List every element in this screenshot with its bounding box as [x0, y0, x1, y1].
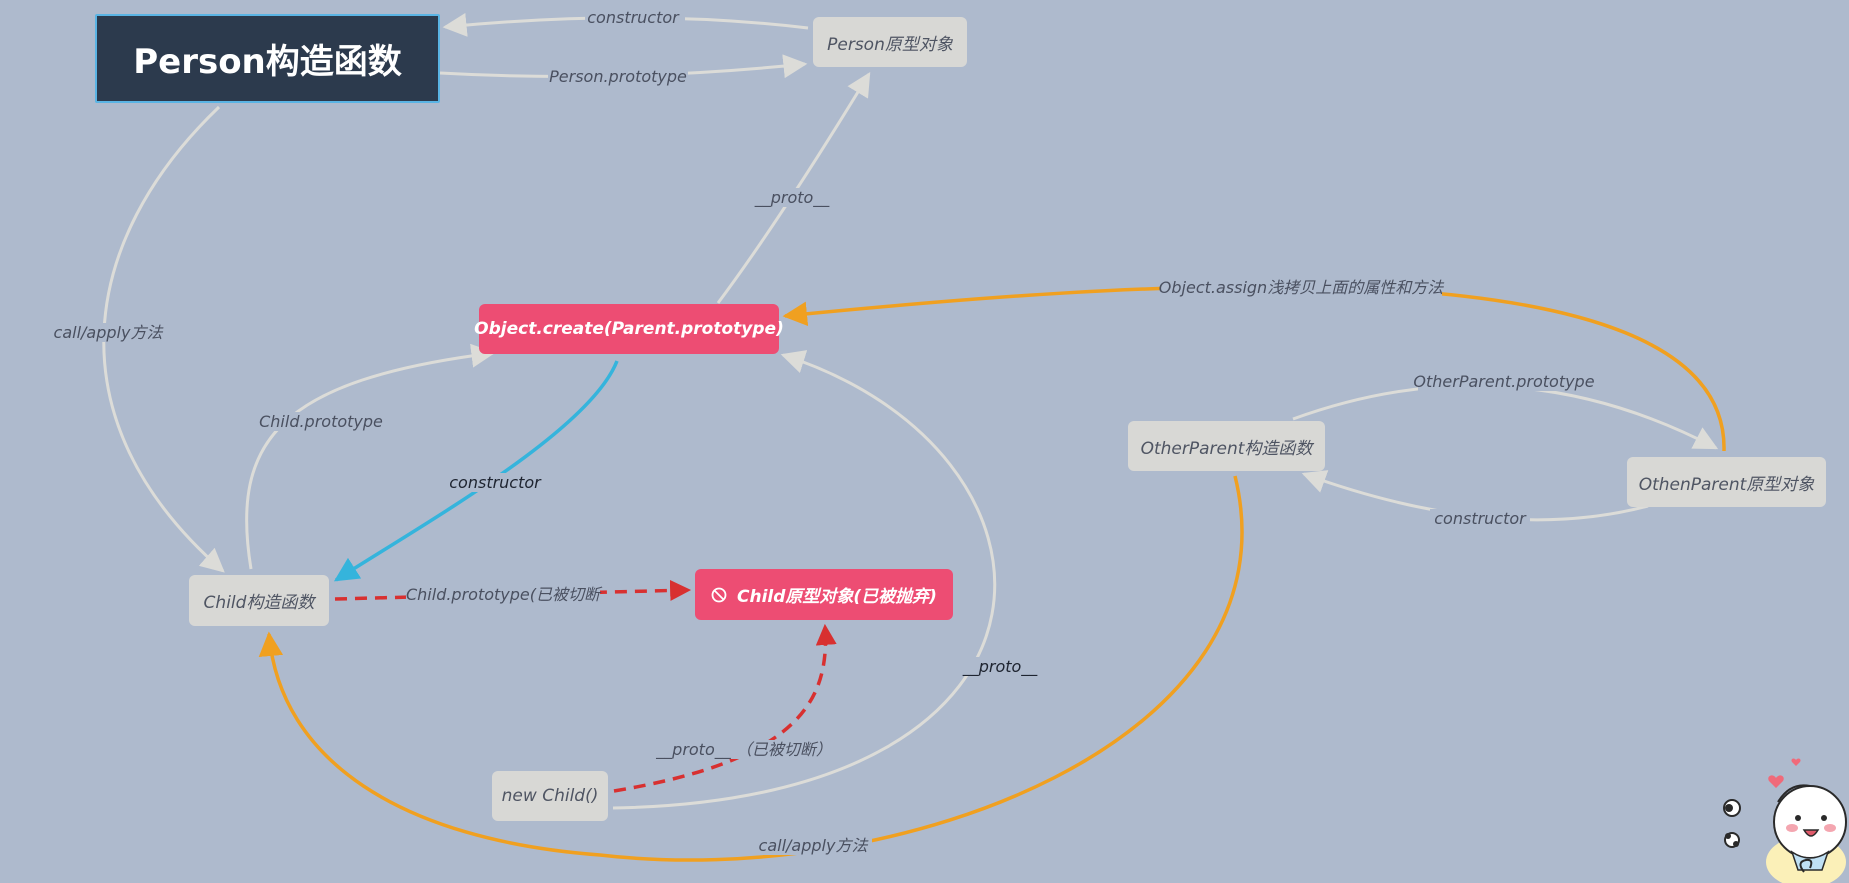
ban-icon	[711, 587, 727, 602]
node-child-prototype-discarded[interactable]: Child原型对象(已被抛弃)	[695, 569, 953, 620]
label-other-prototype: OtherParent.prototype	[1413, 372, 1594, 391]
label-person-prototype: Person.prototype	[549, 67, 687, 86]
node-other-parent-prototype-label: OthenParent原型对象	[1638, 474, 1815, 495]
edge-child-prototype	[245, 343, 496, 570]
node-person-constructor-label: Person构造函数	[133, 42, 402, 82]
label-child-prototype: Child.prototype	[259, 412, 383, 431]
label-call-apply-other: call/apply方法	[759, 836, 870, 855]
label-new-child-proto-right: __proto__	[962, 657, 1039, 677]
node-child-constructor-label: Child构造函数	[203, 593, 315, 613]
node-other-parent-prototype[interactable]: OthenParent原型对象	[1627, 457, 1826, 507]
node-object-create-label: Object.create(Parent.prototype)	[474, 319, 784, 339]
label-create-constructor: constructor	[449, 473, 542, 492]
node-child-constructor[interactable]: Child构造函数	[189, 575, 329, 626]
node-new-child[interactable]: new Child()	[492, 771, 608, 821]
node-other-parent-constructor[interactable]: OtherParent构造函数	[1128, 421, 1325, 471]
edge-create-constructor	[333, 360, 619, 582]
label-person-constructor: constructor	[587, 8, 680, 27]
label-child-prototype-cut: Child.prototype(已被切断	[406, 585, 603, 604]
node-object-create[interactable]: Object.create(Parent.prototype)	[474, 304, 784, 354]
edge-new-child-proto-right	[612, 350, 997, 810]
node-person-constructor[interactable]: Person构造函数	[95, 14, 440, 103]
label-other-constructor: constructor	[1434, 509, 1527, 528]
edge-call-apply-other	[258, 475, 1244, 862]
label-create-proto: __proto__	[754, 188, 831, 208]
node-person-prototype[interactable]: Person原型对象	[813, 17, 967, 67]
mascot-sticker-icon	[1723, 758, 1847, 883]
node-other-parent-constructor-label: OtherParent构造函数	[1140, 438, 1313, 459]
edge-new-child-proto-cut	[613, 623, 837, 793]
edge-other-prototype	[1292, 384, 1719, 450]
label-call-apply-person: call/apply方法	[54, 323, 165, 342]
node-child-prototype-discarded-label: Child原型对象(已被抛弃)	[737, 587, 937, 607]
node-person-prototype-label: Person原型对象	[827, 34, 953, 55]
label-object-assign: Object.assign浅拷贝上面的属性和方法	[1159, 278, 1445, 297]
label-new-child-proto-cut: __proto__ （已被切断）	[655, 740, 832, 760]
node-new-child-label: new Child()	[501, 786, 599, 806]
